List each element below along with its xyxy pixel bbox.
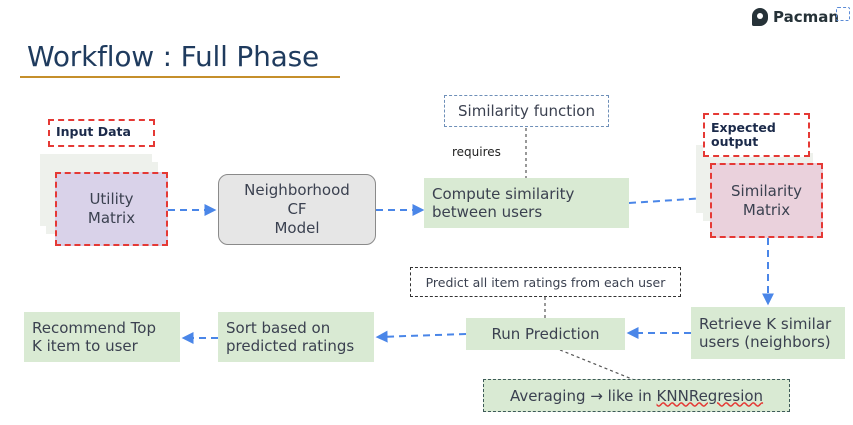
page-title: Workflow : Full Phase	[27, 40, 319, 73]
cf-model-node: Neighborhood CF Model	[218, 174, 376, 245]
sort-ratings-line2: predicted ratings	[226, 337, 355, 355]
expected-output-line2: output	[711, 134, 759, 149]
input-data-label: Input Data	[48, 119, 155, 147]
averaging-prefix: Averaging → like in	[509, 386, 657, 405]
compute-similarity-line1: Compute similarity	[432, 185, 575, 203]
recommend-line1: Recommend Top	[32, 319, 156, 337]
expected-output-label: Expected output	[703, 113, 810, 157]
expected-output-line1: Expected	[711, 120, 776, 135]
cf-model-line1: Neighborhood	[244, 181, 350, 199]
retrieve-k-line1: Retrieve K similar	[699, 315, 832, 333]
arrow-run-to-sort	[375, 330, 467, 343]
recommend-line2: K item to user	[32, 337, 138, 355]
utility-matrix-node: Utility Matrix	[55, 172, 168, 246]
cf-model-line2: CF	[287, 200, 307, 218]
predict-note: Predict all item ratings from each user	[410, 267, 681, 297]
similarity-matrix-line2: Matrix	[742, 200, 791, 219]
retrieve-k-line2: users (neighbors)	[699, 333, 831, 351]
recommend-node: Recommend Top K item to user	[24, 312, 180, 362]
connector-averaging	[559, 349, 638, 382]
averaging-note: Averaging → like in KNNRegresion	[483, 379, 790, 412]
similarity-matrix-line1: Similarity	[731, 181, 802, 200]
compute-similarity-line2: between users	[432, 203, 543, 221]
arrow-compute-to-matrix	[628, 192, 709, 205]
logo-text: Pacman	[773, 8, 840, 26]
compute-similarity-node: Compute similarity between users	[424, 178, 629, 228]
run-prediction-node: Run Prediction	[466, 318, 625, 350]
retrieve-k-node: Retrieve K similar users (neighbors)	[691, 307, 845, 359]
sort-ratings-line1: Sort based on	[226, 319, 331, 337]
cf-model-line3: Model	[274, 219, 320, 237]
similarity-function-node: Similarity function	[444, 95, 609, 127]
logo-corner-icon	[836, 7, 851, 21]
utility-matrix-line2: Matrix	[87, 209, 136, 227]
pacman-logo-icon	[752, 8, 768, 26]
averaging-term: KNNRegresion	[656, 386, 764, 405]
similarity-matrix-node: Similarity Matrix	[710, 163, 823, 238]
brand-logo: Pacman	[752, 7, 851, 26]
sort-ratings-node: Sort based on predicted ratings	[218, 312, 374, 362]
requires-note: requires	[452, 145, 501, 159]
utility-matrix-line1: Utility	[89, 190, 134, 208]
title-underline	[20, 76, 340, 78]
